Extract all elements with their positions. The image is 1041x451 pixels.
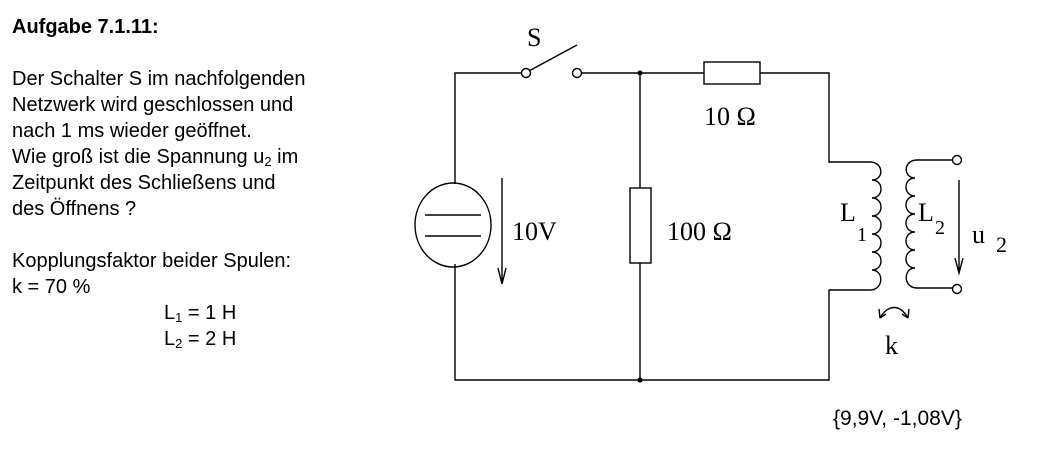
problem-line-6: des Öffnens ? xyxy=(12,198,137,220)
l1-value: L1 = 1 H xyxy=(164,302,237,325)
svg-text:L: L xyxy=(918,198,934,227)
u2-label: u 2 xyxy=(972,220,1007,257)
inductance-values: L1 = 1 H L2 = 2 H xyxy=(12,300,412,352)
wire-left-bottom xyxy=(454,264,640,381)
switch-contact-right xyxy=(571,67,583,79)
coil-l2 xyxy=(905,159,918,289)
answer-text: {9,9V, -1,08V} xyxy=(833,407,962,430)
resistor-10-ohm xyxy=(703,61,761,85)
problem-line-2: Netzwerk wird geschlossen und xyxy=(12,94,294,116)
l2-label: L 2 xyxy=(918,198,945,239)
coupling-value: k = 70 % xyxy=(12,276,91,298)
switch-label: S xyxy=(527,23,541,52)
svg-text:2: 2 xyxy=(996,232,1007,257)
node-top xyxy=(637,70,643,76)
k-label: k xyxy=(885,331,898,360)
problem-text: Aufgabe 7.1.11: Der Schalter S im nachfo… xyxy=(12,14,412,352)
svg-text:u: u xyxy=(972,220,985,249)
terminal-bottom xyxy=(951,283,963,295)
coupling-arrows xyxy=(878,306,910,319)
resistor-100-ohm xyxy=(629,187,652,264)
source-label: 10V xyxy=(512,217,557,246)
node-bottom xyxy=(637,377,643,383)
svg-text:L: L xyxy=(840,198,856,227)
switch-blade xyxy=(526,44,578,73)
coupling-label: Kopplungsfaktor beider Spulen: xyxy=(12,250,292,272)
terminal-top xyxy=(951,154,963,166)
r-shunt-label: 100 Ω xyxy=(667,217,732,246)
r-series-label: 10 Ω xyxy=(704,102,756,131)
problem-line-1: Der Schalter S im nachfolgenden xyxy=(12,68,306,90)
wire-top-right xyxy=(760,72,870,163)
voltage-source xyxy=(414,182,492,268)
problem-line-4: Wie groß ist die Spannung u2 im xyxy=(12,146,299,169)
switch-contact-left xyxy=(520,67,532,79)
svg-text:2: 2 xyxy=(935,217,945,239)
coil-l1 xyxy=(869,161,882,291)
wire-bottom xyxy=(640,289,870,381)
l1-label: L 1 xyxy=(840,198,867,246)
l2-value: L2 = 2 H xyxy=(164,328,237,351)
wire-left-top xyxy=(454,72,521,184)
u2-arrow xyxy=(954,180,964,276)
problem-line-3: nach 1 ms wieder geöffnet. xyxy=(12,120,252,142)
problem-line-5: Zeitpunkt des Schließens und xyxy=(12,172,276,194)
source-arrow xyxy=(497,178,507,285)
svg-text:1: 1 xyxy=(857,224,867,246)
problem-title: Aufgabe 7.1.11: xyxy=(12,16,159,38)
